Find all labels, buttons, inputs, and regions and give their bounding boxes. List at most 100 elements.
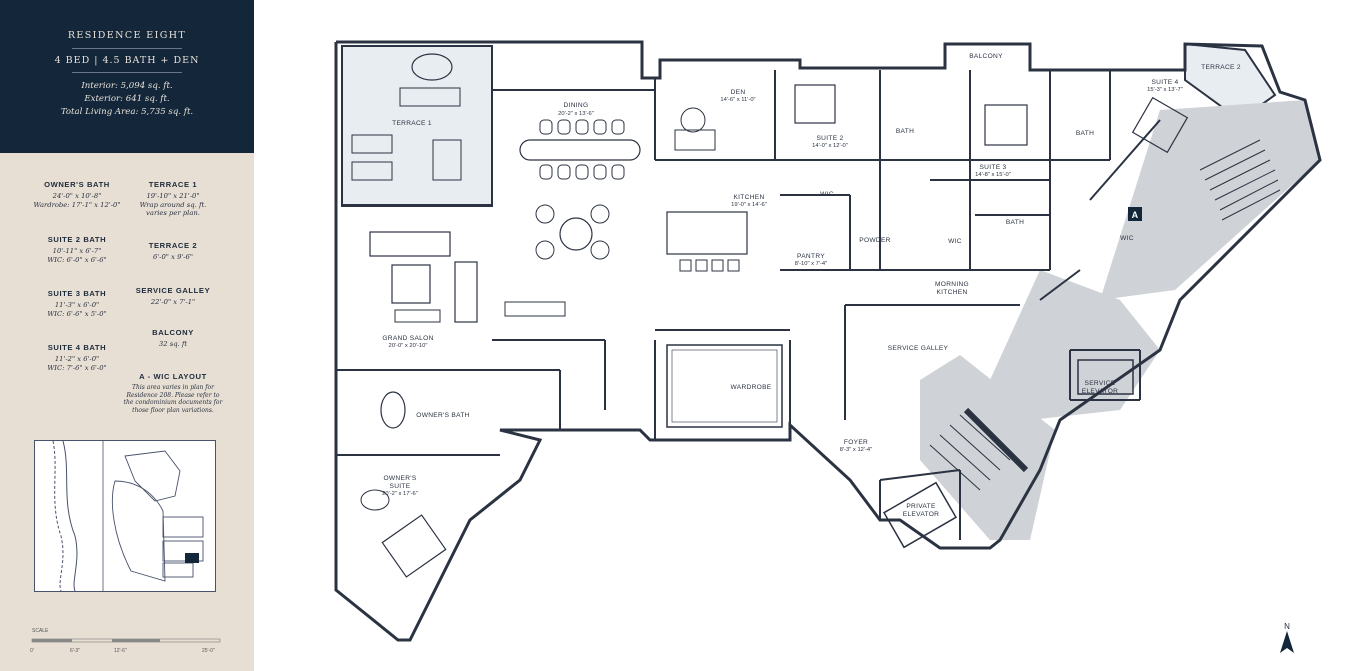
residence-header: RESIDENCE EIGHT 4 BED | 4.5 BATH + DEN I… <box>0 0 254 153</box>
label-owners-bath: OWNER'S BATH <box>416 412 469 419</box>
north-arrow-icon <box>1280 631 1294 653</box>
label-private-elevator-1: PRIVATE <box>906 503 936 510</box>
label-service-galley: SERVICE GALLEY <box>888 345 949 352</box>
round-table <box>559 217 593 251</box>
spec-terrace-1: TERRACE 1 19'-10" x 21'-0"Wrap around sq… <box>118 180 228 218</box>
spec-line: 11'-2" x 6'-0" <box>54 355 100 363</box>
scale-tick: 25'-0" <box>202 648 215 654</box>
label-foyer-dim: 8'-3" x 12'-4" <box>840 447 872 453</box>
wic-a-badge <box>1128 207 1142 221</box>
header-divider <box>72 48 182 49</box>
spec-service-galley: SERVICE GALLEY 22'-0" x 7'-1" <box>118 286 228 307</box>
label-dining-dim: 20'-2" x 13'-6" <box>558 111 594 117</box>
spec-line: 22'-0" x 7'-1" <box>150 298 196 306</box>
spec-title: SUITE 3 BATH <box>47 289 107 298</box>
label-powder: POWDER <box>859 237 890 244</box>
spec-suite-3-bath: SUITE 3 BATH 11'-3" x 6'-0"WIC: 6'-6" x … <box>22 289 132 318</box>
label-pantry: PANTRY <box>797 253 825 260</box>
private-elevator-cab <box>882 481 958 549</box>
scale-ruler <box>31 638 221 643</box>
spec-line: those floor plan variations. <box>132 406 214 414</box>
spec-line: 11'-3" x 6'-0" <box>54 301 100 309</box>
north-label: N <box>1284 622 1290 631</box>
spec-title: SUITE 4 BATH <box>47 343 107 352</box>
spec-line: 24'-0" x 10'-8" <box>52 192 102 200</box>
label-kitchen: KITCHEN <box>733 194 764 201</box>
scale-bar: SCALE 0' 6'-3" 12'-6" 25'-0" <box>30 628 230 658</box>
label-grand-salon-dim: 20'-0" x 20'-10" <box>389 343 428 349</box>
bed-bath-summary: 4 BED | 4.5 BATH + DEN <box>54 55 200 66</box>
scale-tick: 0' <box>30 648 34 654</box>
spec-line: the condominium documents for <box>123 399 223 407</box>
wardrobe-inner <box>671 349 778 423</box>
spec-line: WIC: 6'-6" x 5'-0" <box>47 309 107 318</box>
spec-line: WIC: 7'-6" x 6'-0" <box>47 363 107 372</box>
spec-title: BALCONY <box>152 328 194 337</box>
label-morning-kitchen-2: KITCHEN <box>936 289 967 296</box>
spec-line: Residence 208. Please refer to <box>126 391 220 399</box>
key-site-map <box>34 440 216 592</box>
label-foyer: FOYER <box>844 439 868 446</box>
spec-title: TERRACE 1 <box>148 180 198 189</box>
key-map-drawing <box>52 440 204 592</box>
label-dining: DINING <box>564 102 589 109</box>
spec-line: 10'-11" x 6'-7" <box>52 247 102 255</box>
bar-counter <box>504 301 566 317</box>
label-suite-2-bath: BATH <box>896 128 914 135</box>
label-balcony: BALCONY <box>969 53 1003 60</box>
spec-line: 32 sq. ft <box>158 340 188 348</box>
spec-line: varies per plan. <box>146 209 200 217</box>
stair-handrail <box>963 407 1029 473</box>
label-private-elevator-2: ELEVATOR <box>903 511 939 518</box>
spec-title: SUITE 2 BATH <box>47 235 107 244</box>
interior-area: Interior: 5,094 sq. ft. <box>81 81 173 91</box>
console-table <box>394 309 441 323</box>
kitchen-island <box>666 211 748 255</box>
wic-a-badge-label: A <box>1132 210 1139 220</box>
suite-2-bed <box>794 84 836 124</box>
label-owners-suite-2: SUITE <box>390 483 411 490</box>
label-morning-kitchen-1: MORNING <box>935 281 969 288</box>
owners-bed <box>381 514 447 578</box>
north-arrow: N <box>1272 622 1302 662</box>
spec-suite-2-bath: SUITE 2 BATH 10'-11" x 6'-7"WIC: 6'-0" x… <box>22 235 132 264</box>
label-suite-4-dim: 15'-3" x 13'-7" <box>1147 87 1183 93</box>
spec-owners-bath: OWNER'S BATH 24'-0" x 10'-8"Wardrobe: 17… <box>22 180 132 209</box>
label-bath-mid: BATH <box>1006 219 1024 226</box>
label-wic-suite-3: WIC <box>948 238 962 245</box>
label-wic-a: WIC <box>1120 235 1134 242</box>
label-kitchen-dim: 19'-0" x 14'-6" <box>731 202 767 208</box>
label-terrace-1: TERRACE 1 <box>392 120 432 127</box>
suite-3-bed <box>984 104 1028 146</box>
label-terrace-2: TERRACE 2 <box>1201 64 1241 71</box>
owners-bathtub <box>380 391 406 429</box>
terrace-dining-table <box>432 139 462 181</box>
terrace-lounger <box>351 161 393 181</box>
label-owners-suite-1: OWNER'S <box>383 475 416 482</box>
stair-treads <box>929 139 1281 491</box>
exterior-area: Exterior: 641 sq. ft. <box>84 94 170 104</box>
spec-title: TERRACE 2 <box>148 241 198 250</box>
header-divider-2 <box>72 72 182 73</box>
spec-suite-4-bath: SUITE 4 BATH 11'-2" x 6'-0"WIC: 7'-6" x … <box>22 343 132 372</box>
terrace-1-area <box>341 45 493 207</box>
spec-terrace-2: TERRACE 2 6'-0" x 9'-6" <box>118 241 228 262</box>
spec-line: 6'-0" x 9'-6" <box>152 253 194 261</box>
spec-title: A - WIC LAYOUT <box>139 372 207 381</box>
terrace-sofa <box>399 87 461 107</box>
scale-title: SCALE <box>32 628 49 634</box>
residence-title: RESIDENCE EIGHT <box>67 30 187 41</box>
salon-sofa-side <box>454 261 478 323</box>
label-pantry-dim: 8'-10" x 7'-4" <box>795 261 827 267</box>
spec-line: Wrap around sq. ft. <box>139 200 207 209</box>
label-suite-2-dim: 14'-0" x 12'-0" <box>812 143 848 149</box>
island-stools <box>679 259 740 272</box>
scale-tick: 6'-3" <box>70 648 80 654</box>
label-owners-suite-dim: 20'-2" x 17'-6" <box>382 491 418 497</box>
owners-chair <box>360 489 390 511</box>
stair-core-mid <box>990 270 1160 420</box>
label-suite-3: SUITE 3 <box>979 164 1006 171</box>
spec-line: 19'-10" x 21'-0" <box>146 192 200 200</box>
spec-balcony: BALCONY 32 sq. ft <box>118 328 228 349</box>
floor-plan: A TERRACE 1 DINING 20'-2" x 13'-6" DEN 1… <box>334 40 1322 642</box>
